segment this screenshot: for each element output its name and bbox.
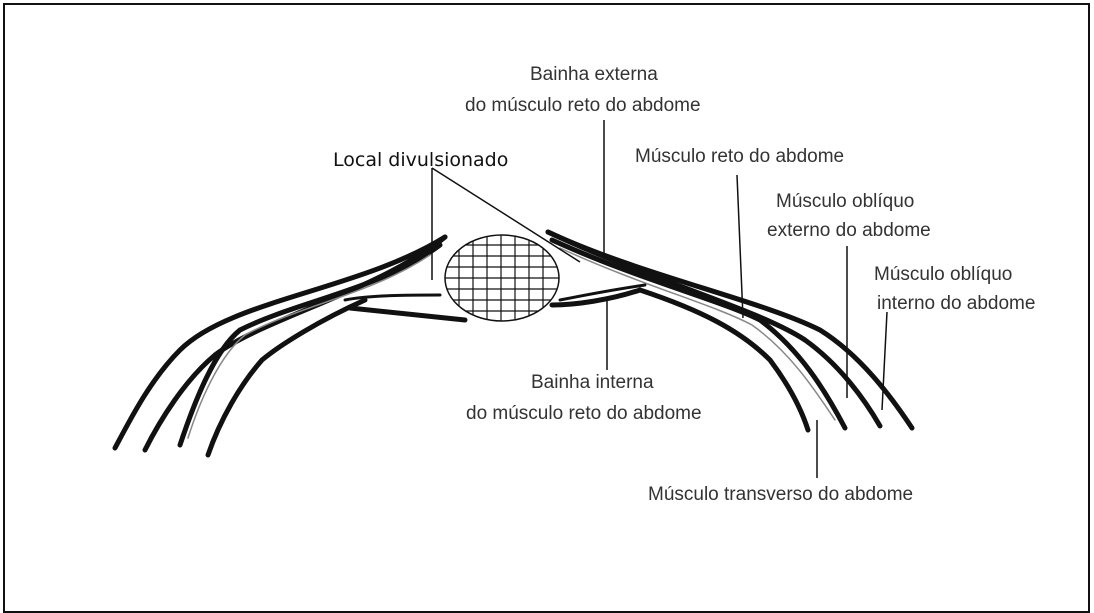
left-flap-lower: [350, 308, 465, 320]
label-local-divulsionado: Local divulsionado: [333, 149, 508, 171]
label-bainha-interna-line2: do músculo reto do abdome: [466, 403, 702, 424]
left-muscle-layers: [115, 237, 465, 455]
label-obliquo-externo-line2: externo do abdome: [767, 220, 931, 241]
label-bainha-externa-line2: do músculo reto do abdome: [465, 95, 701, 116]
right-rectus-outer: [552, 240, 845, 428]
leader-local-divulsionado-right: [432, 168, 580, 262]
left-lower-line: [208, 300, 365, 455]
right-muscle-layers: [548, 232, 912, 430]
mesh: [440, 230, 565, 325]
label-transverso: Músculo transverso do abdome: [648, 484, 913, 505]
label-obliquo-interno-line2: interno do abdome: [877, 293, 1035, 314]
left-flap-upper: [345, 295, 440, 300]
label-musculo-reto: Músculo reto do abdome: [635, 146, 844, 167]
label-obliquo-externo-line1: Músculo oblíquo: [776, 191, 914, 212]
label-bainha-interna-line1: Bainha interna: [531, 372, 654, 393]
label-bainha-externa-line1: Bainha externa: [530, 64, 658, 85]
label-obliquo-interno-line1: Músculo oblíquo: [874, 264, 1012, 285]
left-rectus-outer: [180, 245, 440, 445]
